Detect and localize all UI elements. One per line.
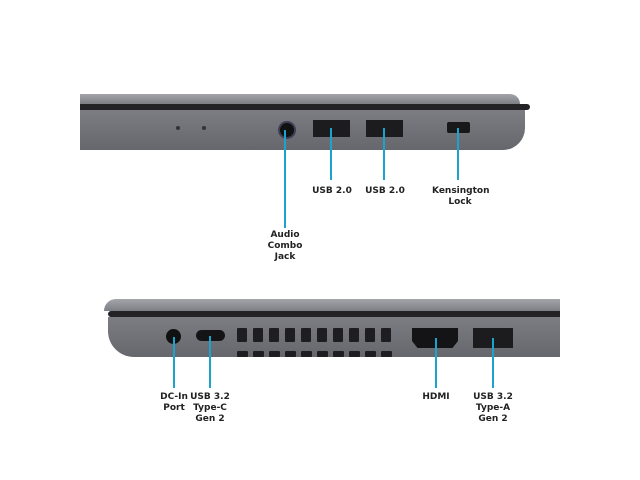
audio-jack bbox=[278, 121, 296, 139]
vent-slot bbox=[317, 328, 327, 342]
dc-in-jack bbox=[166, 329, 181, 344]
kensington-slot bbox=[447, 122, 470, 133]
vent-slot bbox=[285, 351, 296, 357]
label-hdmi: HDMI bbox=[422, 392, 450, 402]
callout-line bbox=[435, 338, 437, 388]
label-audio-combo-jack: Audio Combo Jack bbox=[267, 230, 303, 262]
vent-slot bbox=[317, 351, 328, 357]
label-kensington-lock: Kensington Lock bbox=[432, 186, 490, 207]
callout-line bbox=[284, 130, 286, 228]
vent-slot bbox=[253, 351, 264, 357]
vent-slot bbox=[301, 351, 312, 357]
lid bbox=[80, 94, 520, 104]
vent-slot bbox=[333, 328, 343, 342]
vent-slot bbox=[237, 351, 248, 357]
vent-slot bbox=[253, 328, 263, 342]
label-usb-2-0: USB 2.0 bbox=[312, 186, 352, 196]
vent-slot bbox=[381, 351, 392, 357]
vent-slot bbox=[349, 328, 359, 342]
vent-slot bbox=[333, 351, 344, 357]
label-dc-in-port: DC-In Port bbox=[160, 392, 188, 413]
vent-slot bbox=[301, 328, 311, 342]
callout-line bbox=[173, 337, 175, 388]
callout-line bbox=[330, 128, 332, 180]
callout-line bbox=[492, 338, 494, 388]
vent-slot bbox=[237, 328, 247, 342]
vent-slot bbox=[349, 351, 360, 357]
led-indicator bbox=[202, 126, 206, 130]
vent-slot bbox=[269, 351, 280, 357]
hinge-gap bbox=[108, 311, 560, 317]
hinge-gap bbox=[80, 104, 530, 110]
label-usb-3-2-type-a: USB 3.2 Type-A Gen 2 bbox=[473, 392, 513, 424]
callout-line bbox=[209, 336, 211, 388]
vent-slot bbox=[381, 328, 391, 342]
usb-c-port bbox=[196, 330, 225, 341]
led-indicator bbox=[176, 126, 180, 130]
label-usb-3-2-type-c: USB 3.2 Type-C Gen 2 bbox=[190, 392, 230, 424]
label-usb-2-0: USB 2.0 bbox=[365, 186, 405, 196]
callout-line bbox=[383, 128, 385, 180]
lid bbox=[104, 299, 560, 311]
vent-slot bbox=[285, 328, 295, 342]
vent-slot bbox=[365, 351, 376, 357]
vent-slot bbox=[269, 328, 279, 342]
callout-line bbox=[457, 128, 459, 180]
vent-slot bbox=[365, 328, 375, 342]
